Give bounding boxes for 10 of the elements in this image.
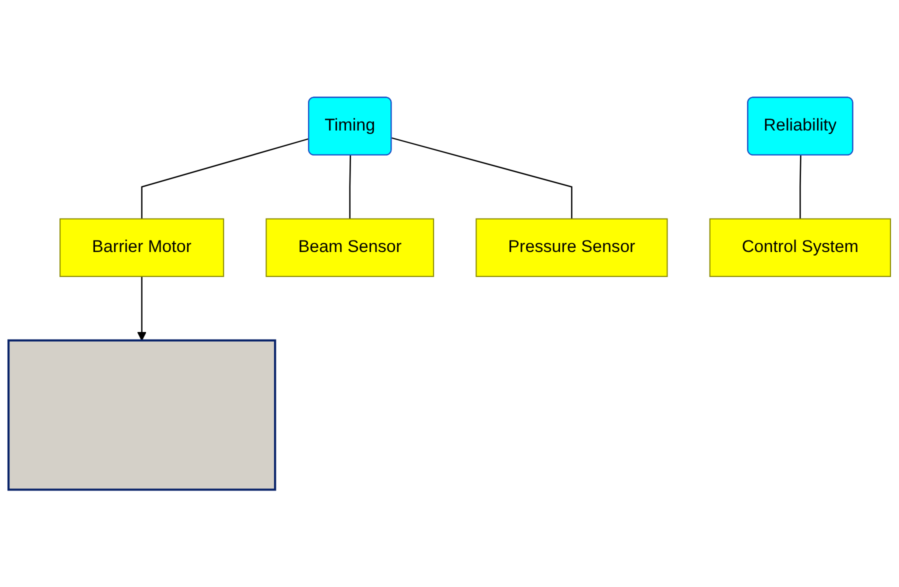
connector	[800, 155, 802, 219]
connector	[349, 155, 352, 219]
node-box: Beam Sensor	[266, 218, 434, 277]
node-box: Control System	[709, 218, 891, 277]
arrow	[137, 276, 146, 341]
node-box: Barrier Motor	[60, 218, 224, 277]
node-box	[7, 339, 276, 491]
connector	[141, 138, 310, 219]
connector	[392, 137, 572, 219]
node-box: Pressure Sensor	[476, 218, 668, 277]
